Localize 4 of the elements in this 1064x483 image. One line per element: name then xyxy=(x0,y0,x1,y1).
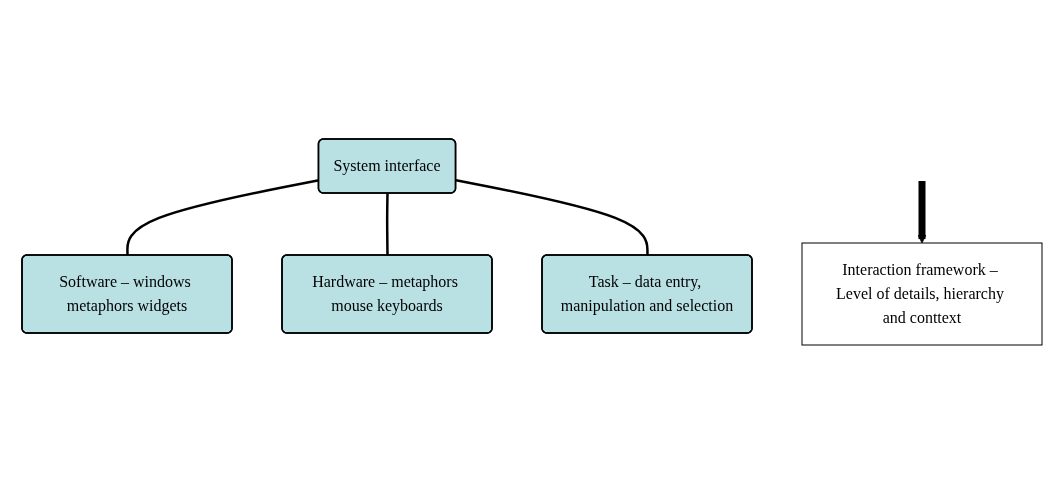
connector xyxy=(455,178,649,255)
connector xyxy=(385,192,389,255)
node-box: Interaction framework – Level of details, hierarchy and conttext xyxy=(801,242,1043,345)
arrow xyxy=(917,180,927,243)
